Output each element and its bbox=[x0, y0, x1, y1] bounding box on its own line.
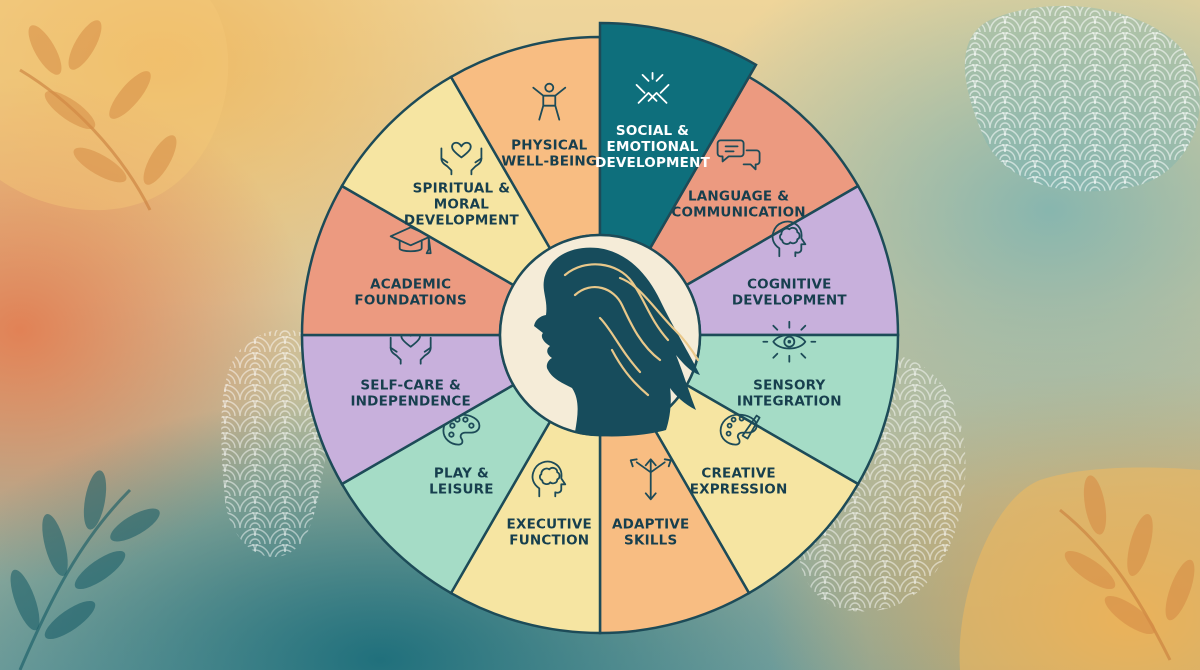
label-line: SOCIAL & bbox=[616, 123, 689, 139]
label-line: EMOTIONAL bbox=[607, 139, 699, 155]
label-line: DEVELOPMENT bbox=[595, 155, 711, 171]
person-stretch-icon bbox=[532, 82, 567, 121]
arrows-branch-icon bbox=[629, 458, 672, 501]
label-line: ADAPTIVE bbox=[612, 516, 690, 532]
hands-together-icon bbox=[635, 72, 670, 104]
label-line: PLAY & bbox=[434, 466, 489, 482]
girl-profile-silhouette-icon bbox=[534, 247, 700, 437]
label-line: CREATIVE bbox=[701, 466, 775, 482]
head-brain-icon bbox=[531, 460, 567, 498]
leaf-sprig-icon bbox=[10, 470, 160, 670]
label-line: SENSORY bbox=[753, 378, 825, 394]
label-line: DEVELOPMENT bbox=[404, 212, 520, 228]
label-line: SELF-CARE & bbox=[360, 378, 461, 394]
head-brain-icon bbox=[771, 220, 807, 258]
label-line: SKILLS bbox=[624, 532, 677, 548]
label-line: FOUNDATIONS bbox=[354, 292, 467, 308]
segment-play-label: PLAY &LEISURE bbox=[429, 466, 494, 498]
label-line: COMMUNICATION bbox=[671, 204, 805, 220]
label-line: FUNCTION bbox=[509, 532, 589, 548]
label-line: PHYSICAL bbox=[511, 138, 587, 154]
wave-pattern-icon bbox=[964, 5, 1200, 192]
segment-selfcare-label: SELF-CARE &INDEPENDENCE bbox=[350, 378, 470, 410]
label-line: INDEPENDENCE bbox=[350, 394, 470, 410]
label-line: ACADEMIC bbox=[370, 276, 451, 292]
label-line: COGNITIVE bbox=[747, 276, 832, 292]
label-line: INTEGRATION bbox=[737, 394, 842, 410]
palette-brush-icon bbox=[719, 413, 761, 446]
heart-hands-icon bbox=[440, 141, 483, 176]
label-line: EXPRESSION bbox=[690, 482, 788, 498]
center-circle bbox=[498, 233, 702, 437]
eye-icon bbox=[762, 320, 817, 363]
label-line: EXECUTIVE bbox=[507, 516, 592, 532]
label-line: SPIRITUAL & bbox=[413, 180, 511, 196]
label-line: DEVELOPMENT bbox=[732, 292, 848, 308]
label-line: LANGUAGE & bbox=[688, 188, 789, 204]
speech-bubbles-icon bbox=[716, 139, 761, 171]
leaf-sprig-icon bbox=[1059, 475, 1195, 661]
label-line: MORAL bbox=[434, 196, 490, 212]
segment-language-label: LANGUAGE &COMMUNICATION bbox=[671, 188, 805, 220]
label-line: LEISURE bbox=[429, 482, 494, 498]
label-line: WELL-BEING bbox=[501, 154, 597, 170]
leaf-sprig-icon bbox=[19, 20, 177, 211]
